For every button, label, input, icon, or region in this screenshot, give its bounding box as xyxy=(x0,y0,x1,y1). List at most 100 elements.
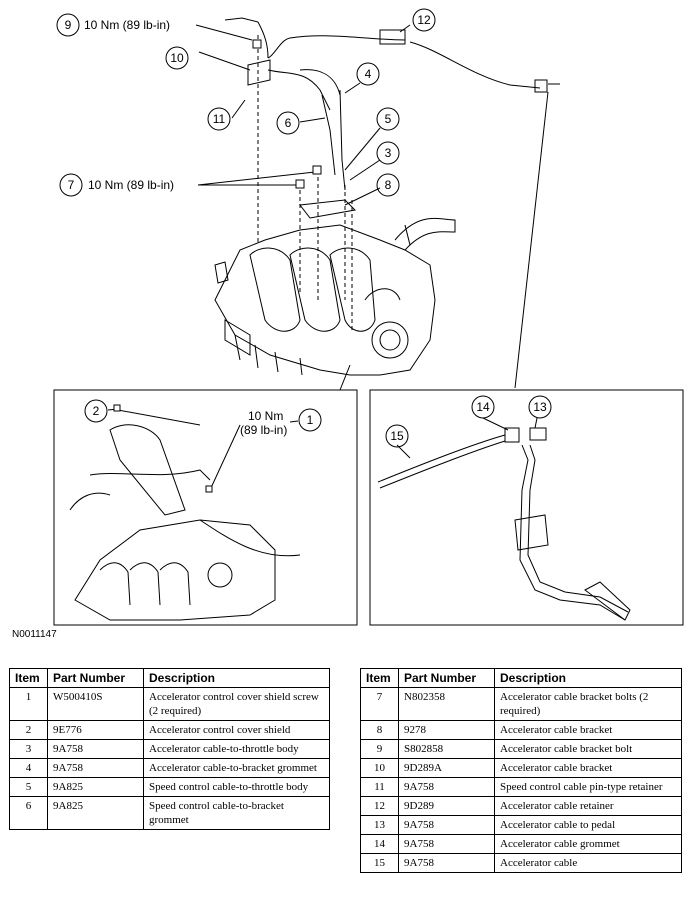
item-cell: 7 xyxy=(360,687,399,721)
item-cell: 10 xyxy=(360,758,399,778)
part-number-cell: 9A758 xyxy=(398,777,495,797)
part-number-cell: S802858 xyxy=(398,739,495,759)
description-cell: Accelerator cable grommet xyxy=(494,834,682,854)
torque-label-7: 10 Nm (89 lb-in) xyxy=(88,178,174,192)
description-cell: Accelerator cable to pedal xyxy=(494,815,682,835)
item-cell: 2 xyxy=(9,720,48,740)
callout-4: 4 xyxy=(365,67,372,81)
part-number-cell: 9A758 xyxy=(47,758,144,778)
table-header-row: Item Part Number Description xyxy=(360,668,682,688)
detail-box-right xyxy=(369,389,684,626)
description-cell: Accelerator control cover shield xyxy=(143,720,330,740)
item-cell: 6 xyxy=(9,796,48,830)
exploded-view-diagram: 9 10 11 6 4 5 3 8 7 12 1 2 14 13 15 10 N… xyxy=(53,8,684,626)
callout-5: 5 xyxy=(385,112,392,126)
callout-6: 6 xyxy=(285,116,292,130)
description-cell: Speed control cable-to-bracket grommet xyxy=(143,796,330,830)
dashed-leaders xyxy=(257,35,353,330)
header-item: Item xyxy=(9,668,48,688)
callout-9: 9 xyxy=(65,18,72,32)
description-cell: Accelerator cable bracket xyxy=(494,758,682,778)
item-cell: 8 xyxy=(360,720,399,740)
header-item: Item xyxy=(360,668,399,688)
description-cell: Accelerator cable bracket xyxy=(494,720,682,740)
part-number-cell: 9D289 xyxy=(398,796,495,816)
item-cell: 4 xyxy=(9,758,48,778)
torque-label-1-line2: (89 lb-in) xyxy=(240,423,287,437)
detail-box-left xyxy=(53,389,358,626)
part-number-cell: 9A758 xyxy=(398,815,495,835)
table-header-row: Item Part Number Description xyxy=(9,668,330,688)
item-cell: 13 xyxy=(360,815,399,835)
callout-circles xyxy=(56,8,552,448)
item-cell: 5 xyxy=(9,777,48,797)
part-number-cell: N802358 xyxy=(398,687,495,721)
bolts xyxy=(113,39,322,493)
item-cell: 1 xyxy=(9,687,48,721)
part-number-cell: 9A758 xyxy=(398,853,495,873)
item-cell: 9 xyxy=(360,739,399,759)
item-cell: 14 xyxy=(360,834,399,854)
detail-left-drawing xyxy=(69,424,301,621)
callout-13: 13 xyxy=(533,400,547,414)
callout-14: 14 xyxy=(476,400,490,414)
part-number-cell: 9D289A xyxy=(398,758,495,778)
description-cell: Accelerator cable-to-bracket grommet xyxy=(143,758,330,778)
part-number-cell: 9A825 xyxy=(47,777,144,797)
item-cell: 12 xyxy=(360,796,399,816)
header-part-number: Part Number xyxy=(47,668,144,688)
item-cell: 11 xyxy=(360,777,399,797)
description-cell: Accelerator cable xyxy=(494,853,682,873)
detail-right-leaders xyxy=(396,417,538,459)
item-cell: 3 xyxy=(9,739,48,759)
description-cell: Speed control cable-to-throttle body xyxy=(143,777,330,797)
torque-label-9: 10 Nm (89 lb-in) xyxy=(84,18,170,32)
callout-numbers: 9 10 11 6 4 5 3 8 7 12 1 2 14 13 15 xyxy=(65,13,547,443)
callout-leaders xyxy=(195,24,549,391)
part-number-cell: 9278 xyxy=(398,720,495,740)
intake-manifold-main xyxy=(214,199,456,376)
header-part-number: Part Number xyxy=(398,668,495,688)
header-description: Description xyxy=(494,668,682,688)
header-description: Description xyxy=(143,668,330,688)
part-number-cell: 9A758 xyxy=(398,834,495,854)
description-cell: Accelerator control cover shield screw (… xyxy=(143,687,330,721)
part-number-cell: 9A825 xyxy=(47,796,144,830)
description-cell: Accelerator cable-to-throttle body xyxy=(143,739,330,759)
description-cell: Accelerator cable bracket bolts (2 requi… xyxy=(494,687,682,721)
description-cell: Accelerator cable bracket bolt xyxy=(494,739,682,759)
item-cell: 15 xyxy=(360,853,399,873)
description-cell: Speed control cable pin-type retainer xyxy=(494,777,682,797)
cable-routing xyxy=(224,17,560,191)
callout-7: 7 xyxy=(68,178,75,192)
detail-right-drawing xyxy=(377,427,631,621)
part-number-cell: 9E776 xyxy=(47,720,144,740)
description-cell: Accelerator cable retainer xyxy=(494,796,682,816)
figure-id: N0011147 xyxy=(12,629,57,640)
callout-3: 3 xyxy=(385,146,392,160)
torque-label-1-line1: 10 Nm xyxy=(248,409,283,423)
part-number-cell: 9A758 xyxy=(47,739,144,759)
callout-8: 8 xyxy=(385,178,392,192)
callout-11: 11 xyxy=(213,112,226,126)
callout-10: 10 xyxy=(170,51,184,65)
callout-1: 1 xyxy=(307,413,314,427)
part-number-cell: W500410S xyxy=(47,687,144,721)
callout-15: 15 xyxy=(390,429,404,443)
